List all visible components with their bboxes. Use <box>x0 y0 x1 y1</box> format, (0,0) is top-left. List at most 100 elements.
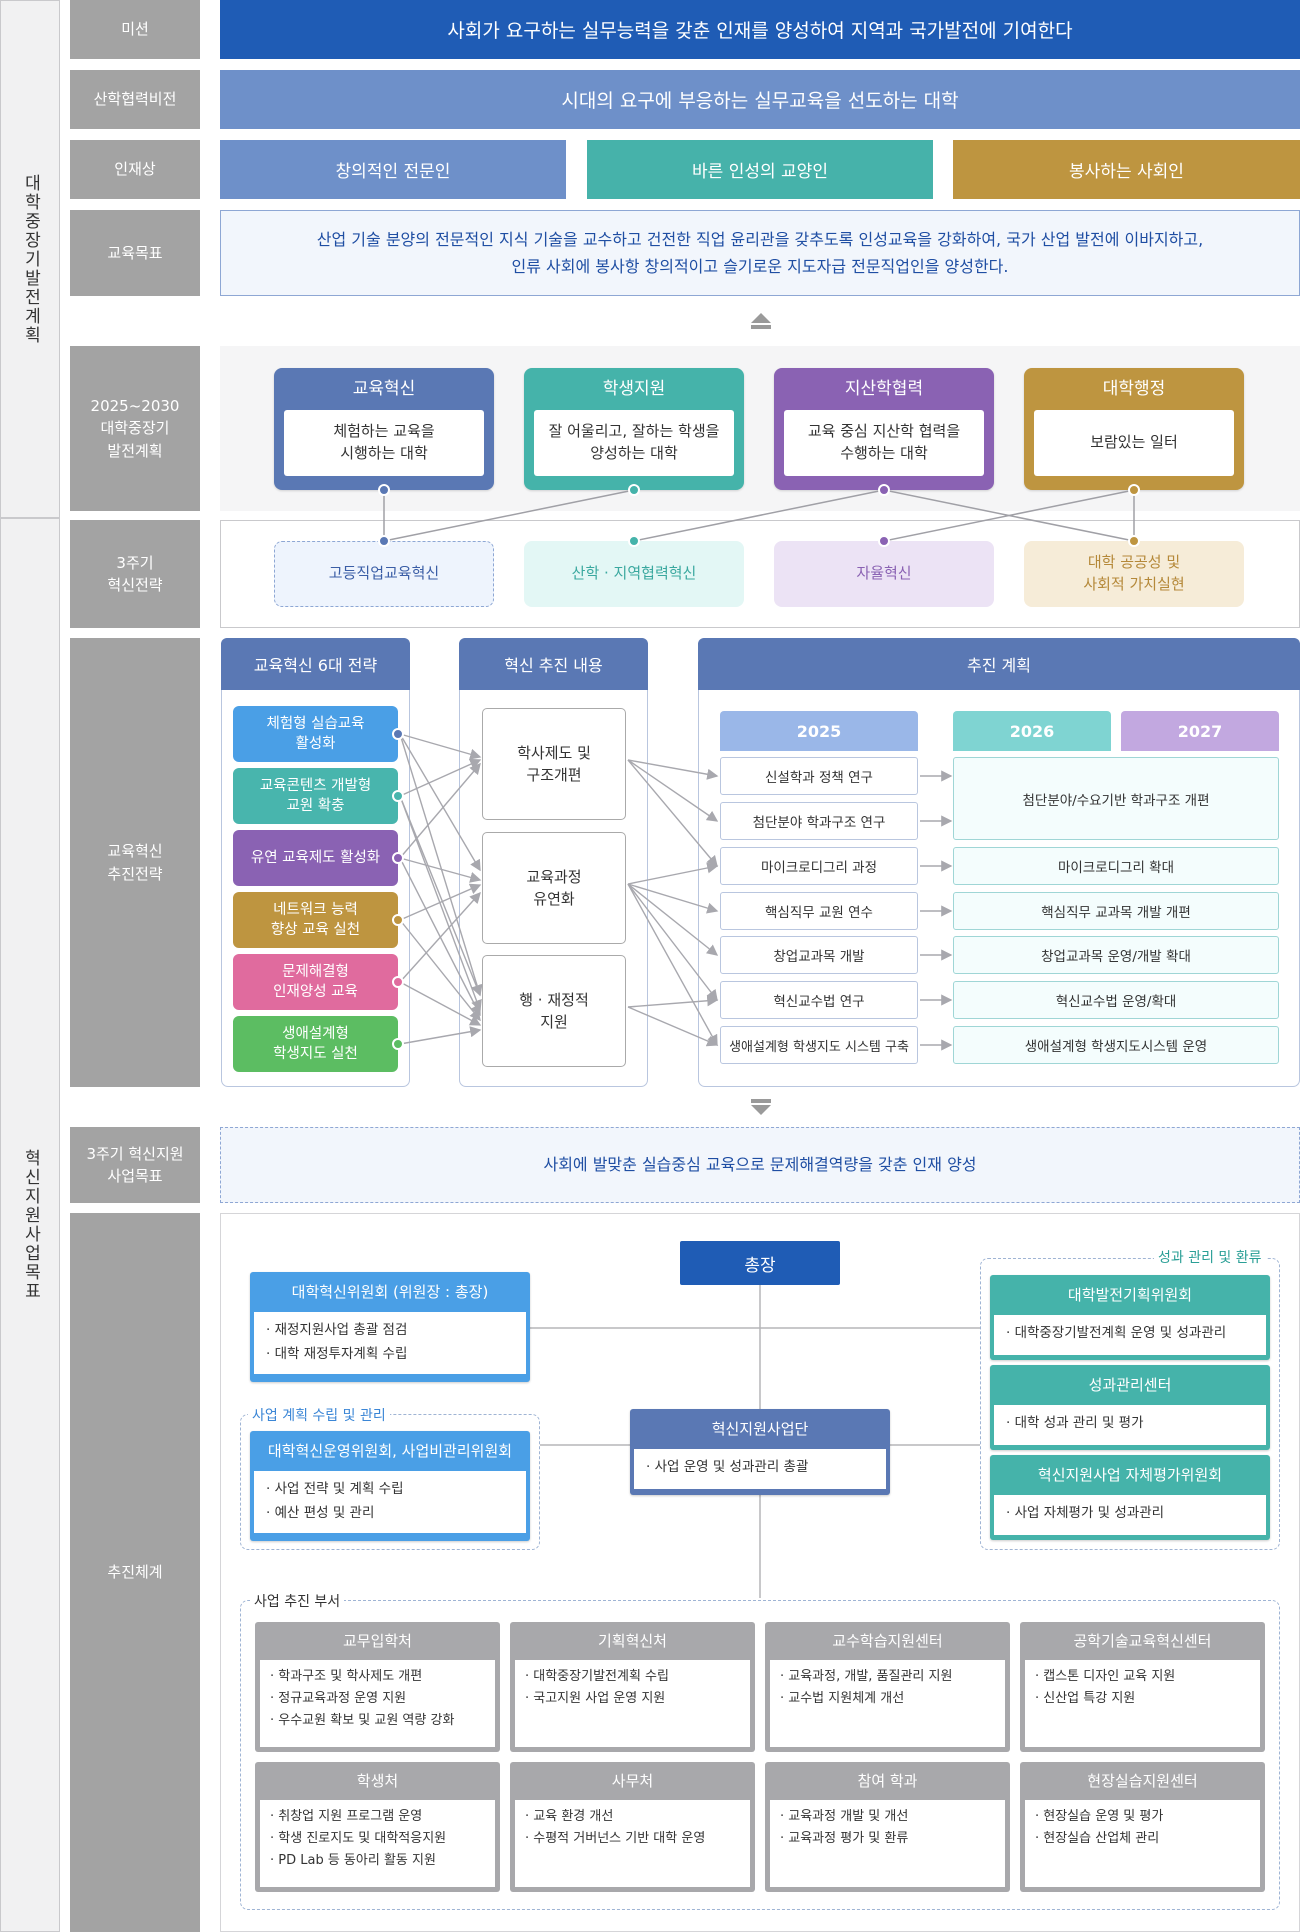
strategy-hands-on: 체험형 실습교육 활성화 <box>233 706 398 762</box>
plan-card-title: 학생지원 <box>602 379 666 399</box>
strategy-higher-ed: 고등직업교육혁신 <box>274 541 494 607</box>
performance-group <box>980 1258 1280 1550</box>
strategy-content-faculty: 교육콘텐츠 개발형 교원 확충 <box>233 768 398 824</box>
plan-card-title: 대학행정 <box>1102 379 1166 399</box>
strategy-regional: 산학 · 지역협력혁신 <box>524 541 744 607</box>
label-plan: 2025~2030 대학중장기 발전계획 <box>70 346 200 511</box>
label-system: 추진체계 <box>70 1213 200 1932</box>
six-strategy-header: 교육혁신 6대 전략 <box>221 638 410 690</box>
innovation-support-center: 혁신지원사업단 · 사업 운영 및 성과관리 총괄 <box>630 1409 890 1495</box>
org-body: · 사업 운영 및 성과관리 총괄 <box>634 1449 886 1489</box>
dept-planning: 기획혁신처 · 대학중장기발전계획 수립 · 국고지원 사업 운영 지원 <box>510 1622 755 1752</box>
dept-body: · 교육과정, 개발, 품질관리 지원 · 교수법 지원체계 개선 <box>770 1660 1005 1747</box>
plan-2025-item: 혁신교수법 연구 <box>720 981 918 1019</box>
org-body: · 대학 성과 관리 및 평가 <box>994 1405 1266 1445</box>
plan-2026-item: 생애설계형 학생지도시스템 운영 <box>953 1026 1279 1064</box>
strategy-flexible: 유연 교육제도 활성화 <box>233 830 398 886</box>
dept-body: · 교육과정 개발 및 개선 · 교육과정 평가 및 환류 <box>770 1800 1005 1887</box>
plan-2025-item: 핵심직무 교원 연수 <box>720 892 918 930</box>
dept-general-affairs: 사무처 · 교육 환경 개선 · 수평적 거버넌스 기반 대학 운영 <box>510 1762 755 1892</box>
dept-title: 학생처 <box>356 1772 399 1790</box>
content-header: 혁신 추진 내용 <box>459 638 648 690</box>
plan-2025-item: 신설학과 정책 연구 <box>720 757 918 795</box>
dept-teaching-center: 교수학습지원센터 · 교육과정, 개발, 품질관리 지원 · 교수법 지원체계 … <box>765 1622 1010 1752</box>
plan-2026-item: 마이크로디그리 확대 <box>953 847 1279 885</box>
content-curriculum: 교육과정 유연화 <box>482 832 626 944</box>
department-label: 사업 추진 부서 <box>250 1591 345 1611</box>
strategy-public-value: 대학 공공성 및 사회적 가치실현 <box>1024 541 1244 607</box>
self-evaluation-committee: 혁신지원사업 자체평가위원회 · 사업 자체평가 및 성과관리 <box>990 1455 1270 1540</box>
plan-card-student: 학생지원 잘 어울리고, 잘하는 학생을 양성하는 대학 <box>524 368 744 490</box>
org-title: 혁신지원사업 자체평가위원회 <box>1037 1466 1223 1484</box>
plan-card-body: 보람있는 일터 <box>1034 410 1234 476</box>
dept-title: 교무입학처 <box>342 1632 412 1650</box>
strategy-problem-solving: 문제해결형 인재양성 교육 <box>233 954 398 1010</box>
dept-body: · 현장실습 운영 및 평가 · 현장실습 산업체 관리 <box>1025 1800 1260 1887</box>
dept-body: · 학과구조 및 학사제도 개편 · 정규교육과정 운영 지원 · 우수교원 확… <box>260 1660 495 1747</box>
dept-body: · 캡스톤 디자인 교육 지원 · 신산업 특강 지원 <box>1025 1660 1260 1747</box>
dept-title: 교수학습지원센터 <box>832 1632 943 1650</box>
dev-planning-committee: 대학발전기획위원회 · 대학중장기발전계획 운영 및 성과관리 <box>990 1275 1270 1360</box>
strategy-life-design: 생애설계형 학생지도 실천 <box>233 1016 398 1072</box>
strategy-autonomy: 자율혁신 <box>774 541 994 607</box>
down-arrow-icon <box>750 1098 772 1116</box>
innovation-committee: 대학혁신위원회 (위원장 : 총장) · 재정지원사업 총괄 점검 · 대학 재… <box>250 1272 530 1382</box>
talent-service: 봉사하는 사회인 <box>953 140 1300 199</box>
dept-field-practice: 현장실습지원센터 · 현장실습 운영 및 평가 · 현장실습 산업체 관리 <box>1020 1762 1265 1892</box>
plan-2025-item: 생애설계형 학생지도 시스템 구축 <box>720 1026 918 1064</box>
label-talent: 인재상 <box>70 140 200 199</box>
plan-2026-item: 첨단분야/수요기반 학과구조 개편 <box>953 757 1279 840</box>
label-vision: 산학협력비전 <box>70 70 200 129</box>
performance-label: 성과 관리 및 환류 <box>1154 1247 1266 1267</box>
plan-2025-item: 마이크로디그리 과정 <box>720 847 918 885</box>
label-edu-goal: 교육목표 <box>70 210 200 296</box>
plan-card-body: 교육 중심 지산학 협력을 수행하는 대학 <box>784 410 984 476</box>
dept-title: 기획혁신처 <box>597 1632 667 1650</box>
label-mission: 미션 <box>70 0 200 59</box>
side-label-goal: 혁신지원사업목표 <box>0 518 60 1932</box>
year-2025: 2025 <box>720 711 918 751</box>
content-support: 행 · 재정적 지원 <box>482 955 626 1067</box>
plan-2026-item: 핵심직무 교과목 개발 개편 <box>953 892 1279 930</box>
year-2027: 2027 <box>1121 711 1279 751</box>
plan-card-cooperation: 지산학협력 교육 중심 지산학 협력을 수행하는 대학 <box>774 368 994 490</box>
project-goal-box: 사회에 발맞춘 실습중심 교육으로 문제해결역량을 갖춘 인재 양성 <box>220 1127 1300 1203</box>
plan-2025-item: 첨단분야 학과구조 연구 <box>720 802 918 840</box>
edu-goal-box: 산업 기술 분양의 전문적인 지식 기술을 교수하고 건전한 직업 윤리관을 갖… <box>220 210 1300 296</box>
side-label-plan: 대학중장기발전계획 <box>0 0 60 518</box>
plan-card-title: 교육혁신 <box>352 379 416 399</box>
dept-body: · 취창업 지원 프로그램 운영 · 학생 진로지도 및 대학적응지원 · PD… <box>260 1800 495 1887</box>
label-strategy: 3주기 혁신전략 <box>70 520 200 628</box>
up-arrow-icon <box>750 312 772 330</box>
dept-engineering-center: 공학기술교육혁신센터 · 캡스톤 디자인 교육 지원 · 신산업 특강 지원 <box>1020 1622 1265 1752</box>
dept-title: 참여 학과 <box>857 1772 918 1790</box>
plan-2026-item: 창업교과목 운영/개발 확대 <box>953 936 1279 974</box>
dept-student-affairs: 학생처 · 취창업 지원 프로그램 운영 · 학생 진로지도 및 대학적응지원 … <box>255 1762 500 1892</box>
org-title: 대학혁신위원회 (위원장 : 총장) <box>291 1283 489 1301</box>
plan-management-label: 사업 계획 수립 및 관리 <box>248 1405 390 1425</box>
dept-title: 사무처 <box>611 1772 654 1790</box>
plan-card-title: 지산학협력 <box>844 379 924 399</box>
org-body: · 재정지원사업 총괄 점검 · 대학 재정투자계획 수립 <box>254 1312 526 1374</box>
org-title: 혁신지원사업단 <box>711 1420 809 1438</box>
org-body: · 사업 자체평가 및 성과관리 <box>994 1495 1266 1535</box>
department-group <box>240 1600 1280 1910</box>
label-project-goal: 3주기 혁신지원 사업목표 <box>70 1127 200 1203</box>
org-title: 성과관리센터 <box>1088 1376 1172 1394</box>
plan-2025-item: 창업교과목 개발 <box>720 936 918 974</box>
org-body: · 사업 전략 및 계획 수립 · 예산 편성 및 관리 <box>254 1471 526 1533</box>
strategy-network: 네트워크 능력 향상 교육 실천 <box>233 892 398 948</box>
plan-card-body: 체험하는 교육을 시행하는 대학 <box>284 410 484 476</box>
dept-body: · 대학중장기발전계획 수립 · 국고지원 사업 운영 지원 <box>515 1660 750 1747</box>
org-body: · 대학중장기발전계획 운영 및 성과관리 <box>994 1315 1266 1355</box>
talent-creative: 창의적인 전문인 <box>220 140 566 199</box>
talent-character: 바른 인성의 교양인 <box>587 140 933 199</box>
content-academic: 학사제도 및 구조개편 <box>482 708 626 820</box>
plan-header: 추진 계획 <box>698 638 1300 690</box>
dept-participating: 참여 학과 · 교육과정 개발 및 개선 · 교육과정 평가 및 환류 <box>765 1762 1010 1892</box>
performance-center: 성과관리센터 · 대학 성과 관리 및 평가 <box>990 1365 1270 1450</box>
plan-card-education: 교육혁신 체험하는 교육을 시행하는 대학 <box>274 368 494 490</box>
year-2026: 2026 <box>953 711 1111 751</box>
dept-title: 현장실습지원센터 <box>1087 1772 1198 1790</box>
dept-academic-affairs: 교무입학처 · 학과구조 및 학사제도 개편 · 정규교육과정 운영 지원 · … <box>255 1622 500 1752</box>
